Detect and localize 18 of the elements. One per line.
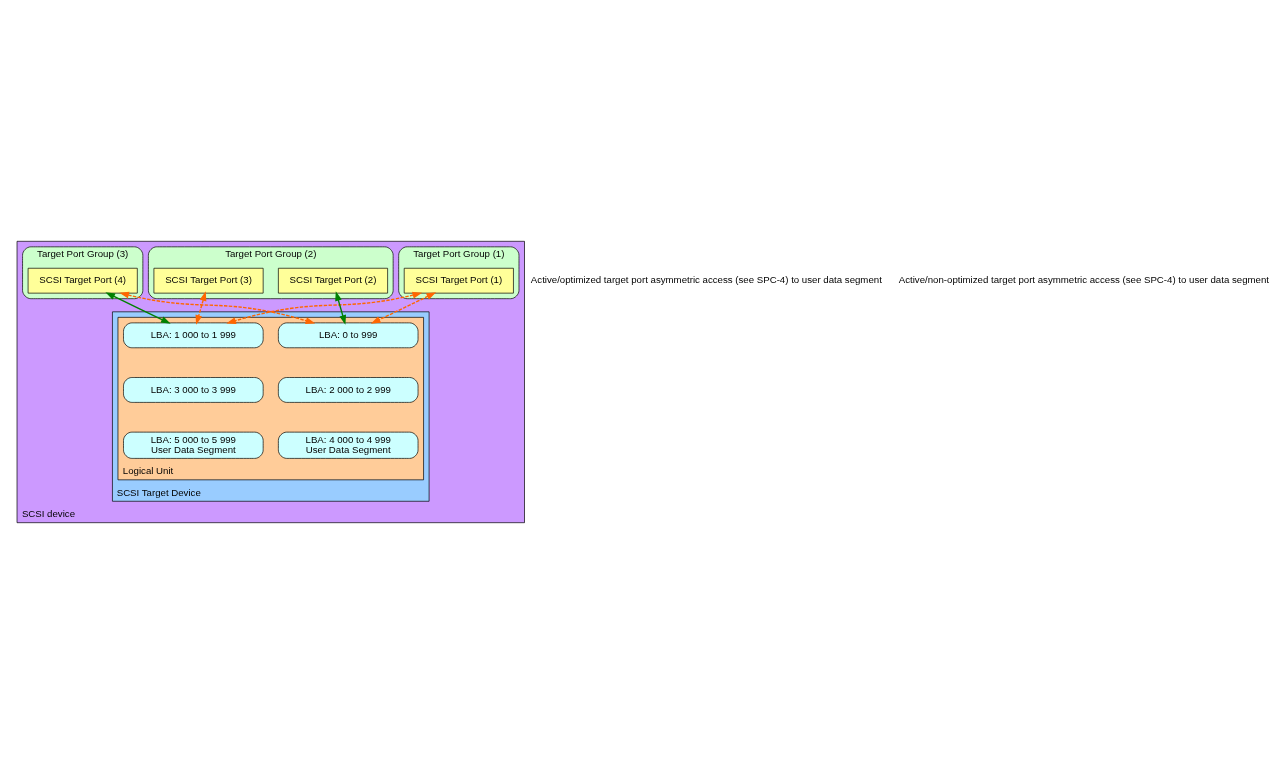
node-box: LBA: 4 000 to 4 999 User Data Segment <box>278 431 419 459</box>
arrow <box>105 291 171 324</box>
node-box: LBA: 1 000 to 1 999 <box>123 322 264 348</box>
node-box: SCSI Target Port (4) <box>27 267 138 293</box>
arrow <box>195 290 207 325</box>
legend-label: Active/non-optimized target port asymmetric access (see SPC-4) to user data segment <box>898 273 1270 285</box>
node-box: SCSI Target Port (1) <box>403 267 514 293</box>
node-box: LBA: 0 to 999 <box>278 322 419 348</box>
node-box: LBA: 3 000 to 3 999 <box>123 376 264 403</box>
node-box: SCSI Target Port (2) <box>278 267 388 293</box>
legend-label: Active/optimized target port asymmetric access (see SPC-4) to user data segment <box>530 273 882 285</box>
node-box: LBA: 2 000 to 2 999 <box>278 376 419 403</box>
arrow <box>335 290 346 325</box>
arrow <box>119 291 316 324</box>
arrow <box>370 291 437 324</box>
node-box: LBA: 5 000 to 5 999 User Data Segment <box>123 431 264 459</box>
arrow <box>226 291 423 324</box>
node-box: SCSI Target Port (3) <box>153 267 264 293</box>
